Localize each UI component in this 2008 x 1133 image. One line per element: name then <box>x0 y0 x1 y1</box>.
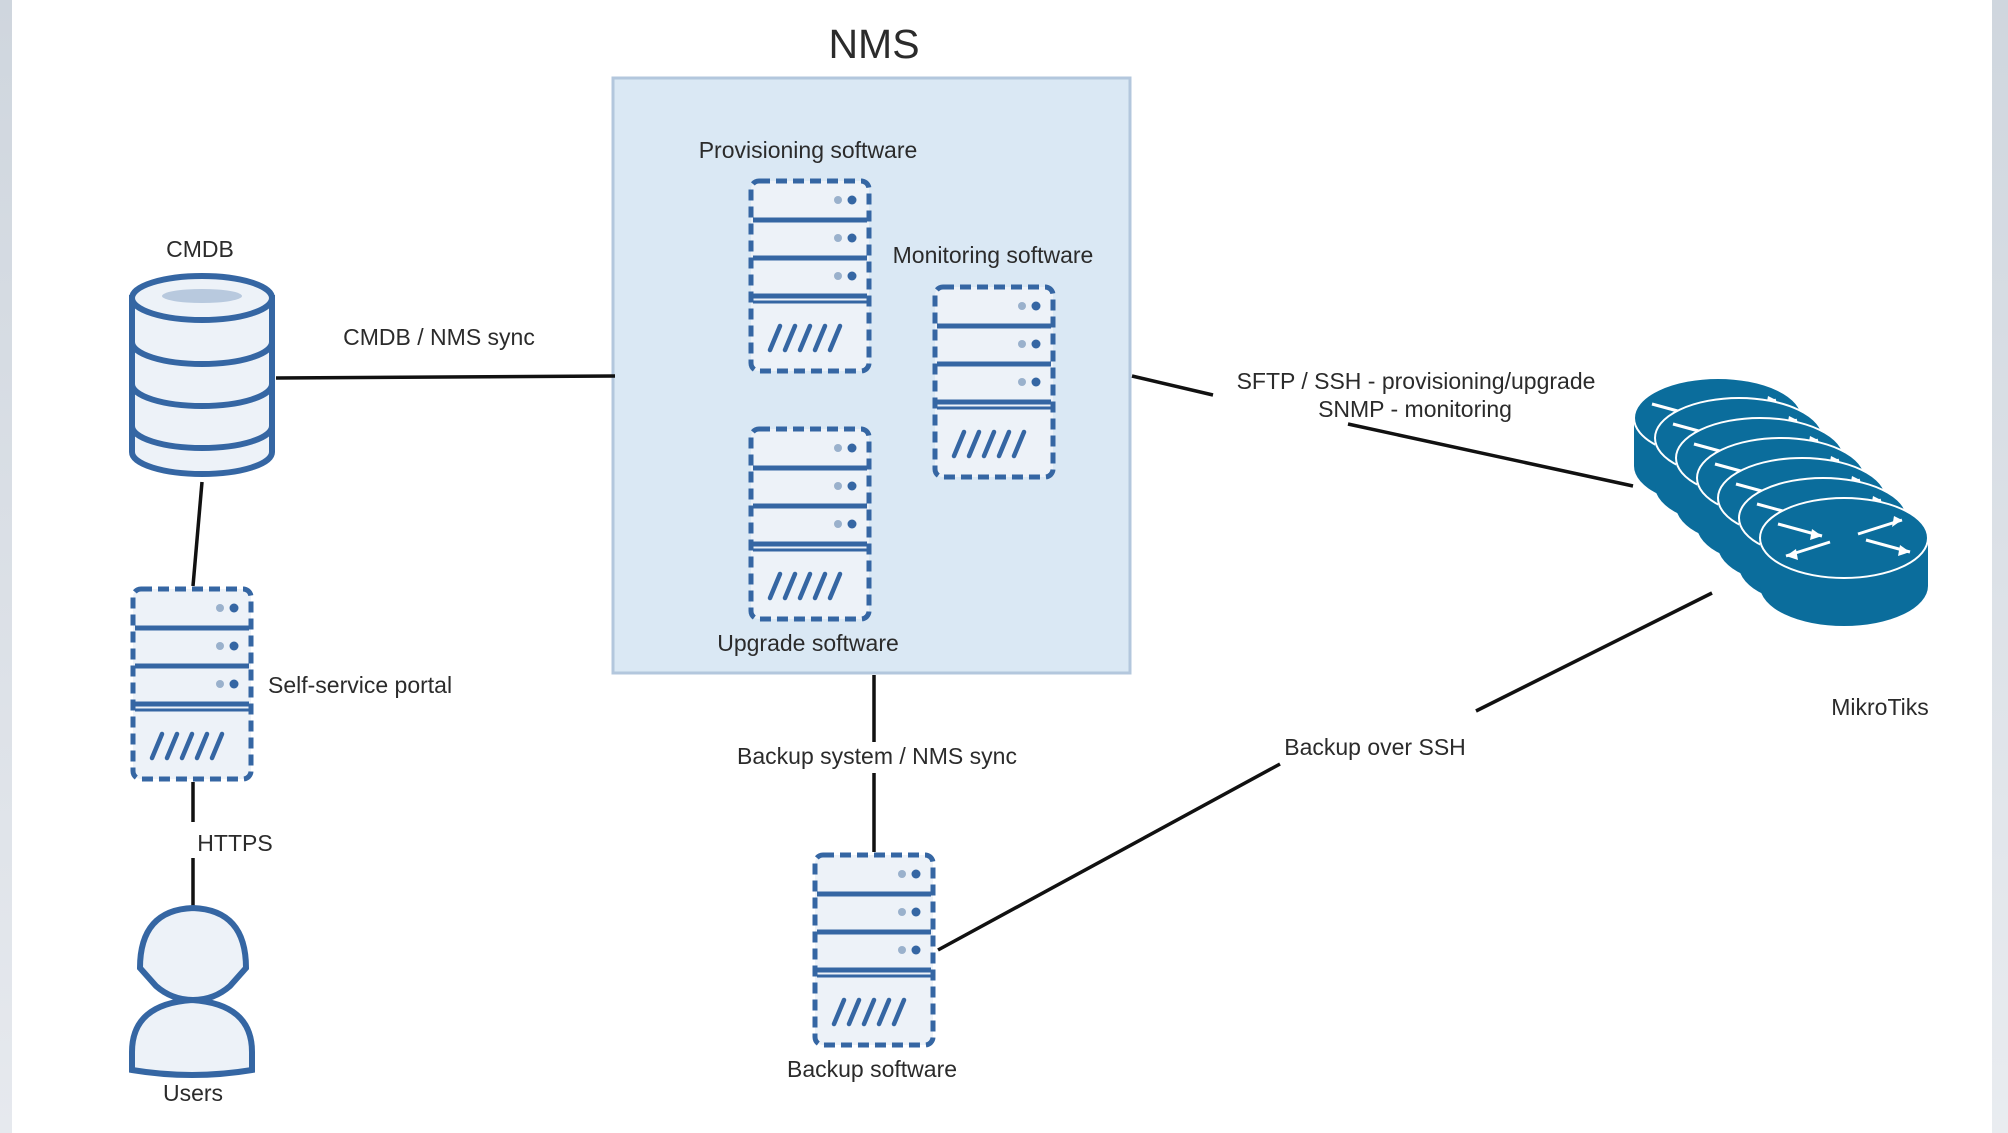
server-icon <box>935 287 1053 477</box>
node-label-users: Users <box>162 1080 224 1106</box>
edge-label-https: HTTPS <box>197 830 273 856</box>
server-icon <box>751 429 869 619</box>
node-label-upgrade: Upgrade software <box>717 630 899 656</box>
node-label-cmdb: CMDB <box>166 236 234 262</box>
server-icon <box>133 589 251 779</box>
connector-backup-mikrotik <box>937 762 1281 952</box>
connector-cmdb-portal <box>191 481 204 587</box>
node-label-provisioning: Provisioning software <box>698 137 918 163</box>
connector-cmdb-nms <box>275 374 616 380</box>
server-icon <box>815 855 933 1045</box>
edge-label-cmdb-nms-sync: CMDB / NMS sync <box>343 324 535 350</box>
edge-label-sftp-ssh: SFTP / SSH - provisioning/upgrade <box>1232 370 1600 393</box>
connector-nms-mikrotik-lower <box>1347 422 1634 488</box>
server-icon <box>751 181 869 371</box>
user-icon <box>129 904 255 1078</box>
connector-nms-mikrotik <box>1131 374 1214 397</box>
edge-label-backup-nms-sync: Backup system / NMS sync <box>733 745 1021 768</box>
diagram-title: NMS <box>828 21 920 67</box>
node-label-mikrotiks: MikroTiks <box>1831 694 1929 720</box>
edge-label-snmp: SNMP - monitoring <box>1314 398 1516 421</box>
node-label-self-service-portal: Self-service portal <box>268 672 453 698</box>
database-icon <box>129 273 275 477</box>
left-backdrop <box>0 0 12 1133</box>
connector-backup-mikrotik-upper <box>1475 591 1713 713</box>
node-label-backup-software: Backup software <box>786 1056 958 1082</box>
right-backdrop <box>1992 0 2008 1133</box>
edge-label-backup-over-ssh: Backup over SSH <box>1280 736 1470 759</box>
node-label-monitoring: Monitoring software <box>892 242 1094 268</box>
